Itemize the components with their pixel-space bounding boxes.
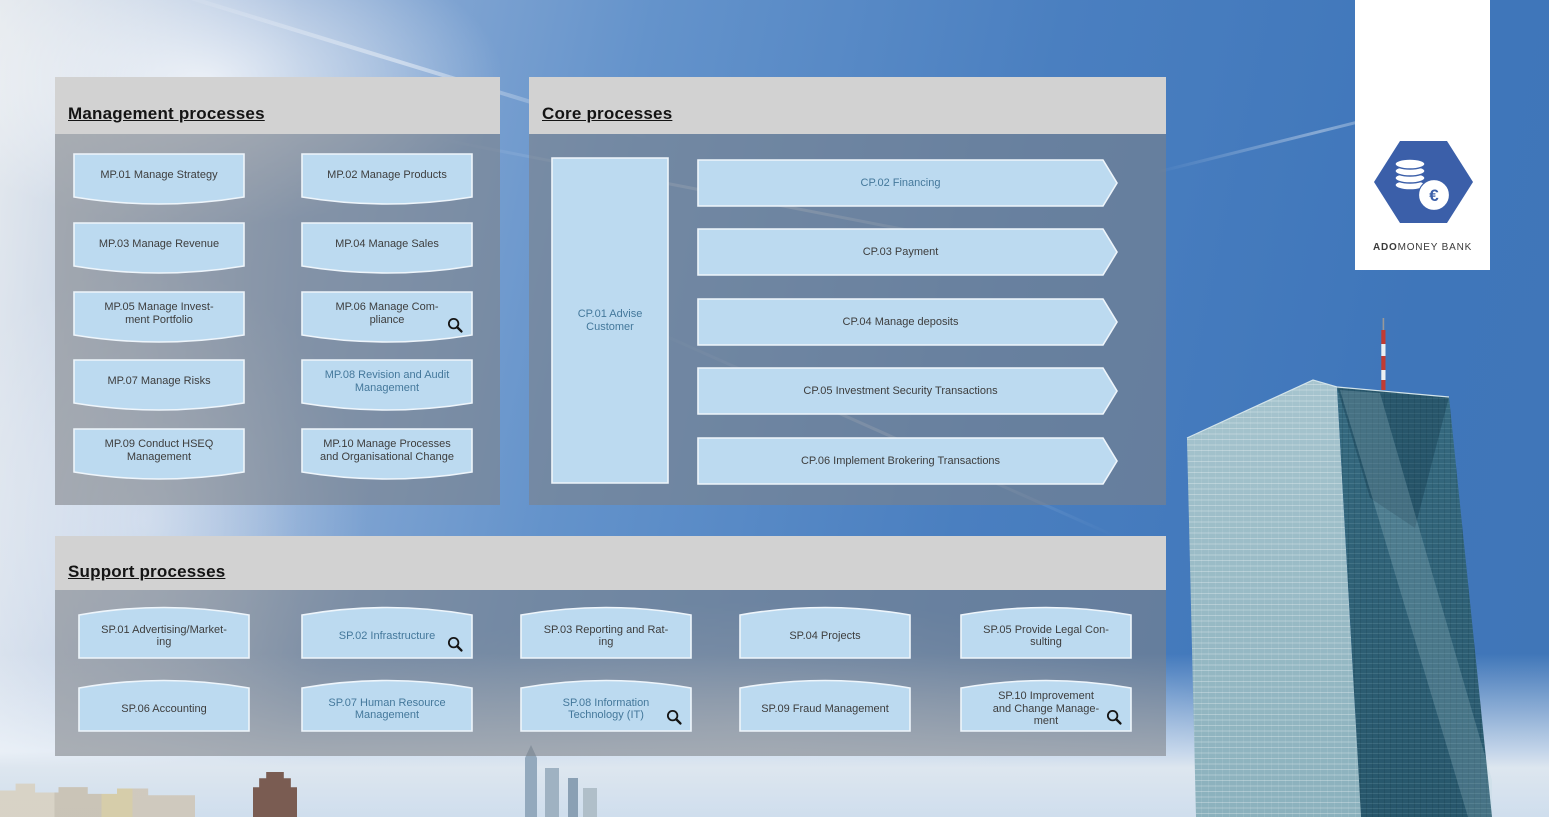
- process-box-label: SP.07 Human Resource Management: [328, 696, 446, 722]
- process-box-label: MP.08 Revision and Audit Management: [324, 369, 450, 394]
- drilldown-magnifier-icon[interactable]: [447, 317, 464, 334]
- process-box-label: MP.03 Manage Revenue: [98, 238, 220, 251]
- coins-icon: [1394, 158, 1426, 191]
- process-box-label: MP.02 Manage Products: [327, 169, 447, 182]
- process-arrow-label: CP.02 Financing: [860, 176, 941, 189]
- process-arrow-label: CP.06 Implement Brokering Transactions: [800, 454, 1001, 467]
- process-box-label: SP.03 Reporting and Rat- ing: [543, 623, 669, 649]
- process-box-sp10[interactable]: SP.10 Improvement and Change Manage- men…: [960, 676, 1132, 732]
- process-box-label: CP.01 Advise Customer: [577, 308, 643, 333]
- process-box-mp08[interactable]: MP.08 Revision and Audit Management: [301, 359, 473, 415]
- process-box-mp04[interactable]: MP.04 Manage Sales: [301, 222, 473, 278]
- ecb-tower-photo: [1186, 318, 1492, 817]
- process-box-label: SP.06 Accounting: [121, 702, 207, 715]
- skyscraper: [545, 768, 559, 817]
- bank-logo-card: € ADOMONEY BANK: [1355, 0, 1490, 270]
- process-box-cp01[interactable]: CP.01 Advise Customer: [551, 157, 669, 484]
- process-box-sp04[interactable]: SP.04 Projects: [739, 603, 911, 659]
- process-arrow-label: CP.05 Investment Security Transactions: [803, 384, 998, 397]
- drilldown-magnifier-icon[interactable]: [1106, 709, 1123, 726]
- process-box-label: SP.09 Fraud Management: [761, 702, 889, 715]
- process-box-label: SP.01 Advertising/Market- ing: [101, 623, 227, 649]
- process-box-sp03[interactable]: SP.03 Reporting and Rat- ing: [520, 603, 692, 659]
- process-arrow-cp05[interactable]: CP.05 Investment Security Transactions: [697, 367, 1118, 415]
- antenna-tip: [1382, 318, 1385, 330]
- drilldown-magnifier-icon[interactable]: [666, 709, 683, 726]
- process-box-label: SP.04 Projects: [789, 629, 861, 642]
- process-box-mp01[interactable]: MP.01 Manage Strategy: [73, 153, 245, 209]
- process-box-label: MP.07 Manage Risks: [107, 375, 211, 388]
- process-box-mp07[interactable]: MP.07 Manage Risks: [73, 359, 245, 415]
- process-arrow-cp04[interactable]: CP.04 Manage deposits: [697, 298, 1118, 346]
- process-arrow-cp03[interactable]: CP.03 Payment: [697, 228, 1118, 276]
- process-box-label: MP.10 Manage Processes and Organisationa…: [320, 438, 454, 463]
- skyscraper: [583, 788, 597, 817]
- process-box-sp05[interactable]: SP.05 Provide Legal Con- sulting: [960, 603, 1132, 659]
- process-arrow-label: CP.03 Payment: [862, 245, 939, 258]
- bank-logo-hexagon-icon: €: [1374, 141, 1473, 223]
- process-box-mp06[interactable]: MP.06 Manage Com- pliance: [301, 291, 473, 347]
- process-arrow-label: CP.04 Manage deposits: [842, 315, 959, 328]
- brand-name: ADOMONEY BANK: [1355, 242, 1490, 253]
- brand-name-regular: MONEY BANK: [1397, 242, 1473, 253]
- process-box-sp08[interactable]: SP.08 Information Technology (IT): [520, 676, 692, 732]
- process-box-sp02[interactable]: SP.02 Infrastructure: [301, 603, 473, 659]
- support-panel-title: Support processes: [68, 562, 226, 581]
- process-box-sp09[interactable]: SP.09 Fraud Management: [739, 676, 911, 732]
- process-box-mp05[interactable]: MP.05 Manage Invest- ment Portfolio: [73, 291, 245, 347]
- process-box-mp03[interactable]: MP.03 Manage Revenue: [73, 222, 245, 278]
- process-box-mp02[interactable]: MP.02 Manage Products: [301, 153, 473, 209]
- process-box-sp06[interactable]: SP.06 Accounting: [78, 676, 250, 732]
- svg-text:€: €: [1429, 186, 1439, 205]
- process-box-label: MP.04 Manage Sales: [335, 238, 439, 251]
- process-box-label: MP.09 Conduct HSEQ Management: [104, 438, 214, 463]
- process-box-sp01[interactable]: SP.01 Advertising/Market- ing: [78, 603, 250, 659]
- brand-name-bold: ADO: [1372, 242, 1398, 253]
- stepped-tower-building: [253, 772, 297, 817]
- process-arrow-cp06[interactable]: CP.06 Implement Brokering Transactions: [697, 437, 1118, 485]
- antenna-striped: [1381, 330, 1386, 390]
- process-box-mp09[interactable]: MP.09 Conduct HSEQ Management: [73, 428, 245, 484]
- euro-coin-icon: €: [1417, 178, 1451, 212]
- process-box-label: SP.05 Provide Legal Con- sulting: [983, 623, 1109, 649]
- drilldown-magnifier-icon[interactable]: [447, 636, 464, 653]
- skyscraper: [568, 778, 578, 817]
- process-arrow-cp02[interactable]: CP.02 Financing: [697, 159, 1118, 207]
- process-box-mp10[interactable]: MP.10 Manage Processes and Organisationa…: [301, 428, 473, 484]
- process-box-label: MP.01 Manage Strategy: [100, 169, 218, 182]
- process-box-label: MP.05 Manage Invest- ment Portfolio: [104, 301, 214, 326]
- management-panel-title: Management processes: [68, 104, 265, 123]
- process-box-sp07[interactable]: SP.07 Human Resource Management: [301, 676, 473, 732]
- core-panel-title: Core processes: [542, 104, 673, 123]
